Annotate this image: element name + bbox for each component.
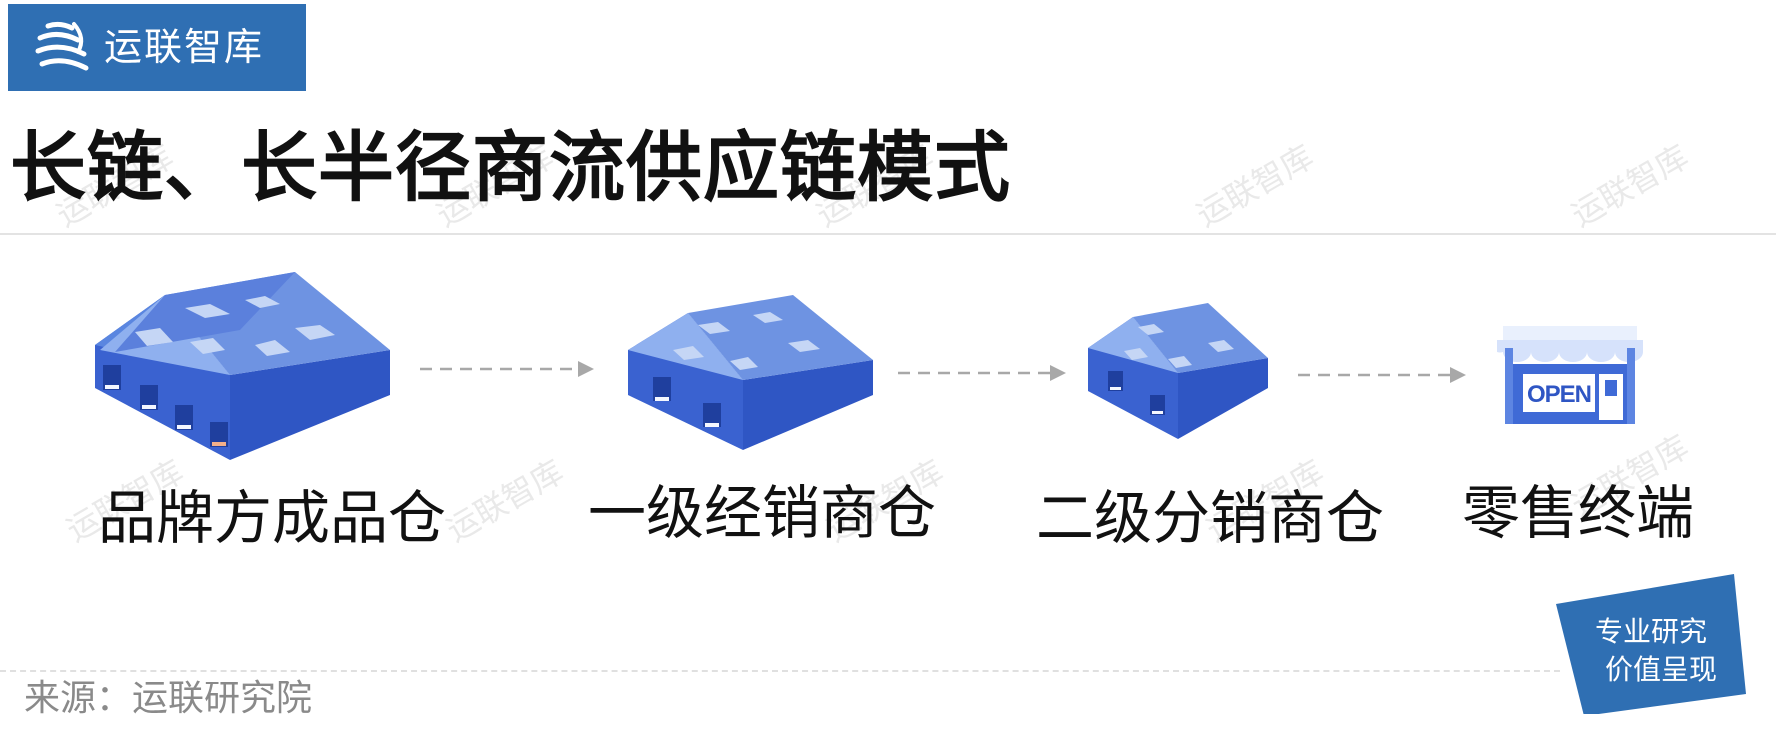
flow-arrow (898, 365, 1066, 381)
node-label-secondary-distributor: 二级分销商仓 (1036, 484, 1385, 552)
watermark: 运联智库 (1190, 137, 1320, 235)
retail-store-icon (1497, 326, 1643, 424)
yunlian-logo-icon (35, 21, 89, 71)
footer-divider (0, 670, 1560, 672)
badge-line-1: 专业研究 (1594, 615, 1707, 648)
brand-logo: 运联智库 (8, 4, 306, 91)
node-label-primary-distributor: 一级经销商仓 (588, 479, 937, 547)
flow-arrow (420, 361, 594, 377)
badge-shape (1556, 574, 1746, 714)
large-warehouse-icon (95, 272, 390, 460)
node-label-retail-terminal: 零售终端 (1462, 479, 1695, 547)
small-warehouse-icon (1088, 303, 1268, 439)
page-title: 长链、长半径商流供应链模式 (10, 123, 1011, 212)
medium-warehouse-icon (628, 295, 873, 450)
brand-badge: 专业研究 价值呈现 (1556, 574, 1746, 714)
node-label-brand-warehouse: 品牌方成品仓 (98, 484, 447, 552)
watermark: 运联智库 (1565, 137, 1695, 235)
open-sign-text: OPEN (1526, 381, 1592, 408)
watermark: 运联智库 (440, 452, 570, 550)
source-note: 来源：运联研究院 (24, 678, 313, 719)
logo-text: 运联智库 (104, 25, 265, 69)
badge-line-2: 价值呈现 (1604, 653, 1717, 686)
flow-arrow (1298, 367, 1466, 383)
title-divider (0, 233, 1776, 235)
